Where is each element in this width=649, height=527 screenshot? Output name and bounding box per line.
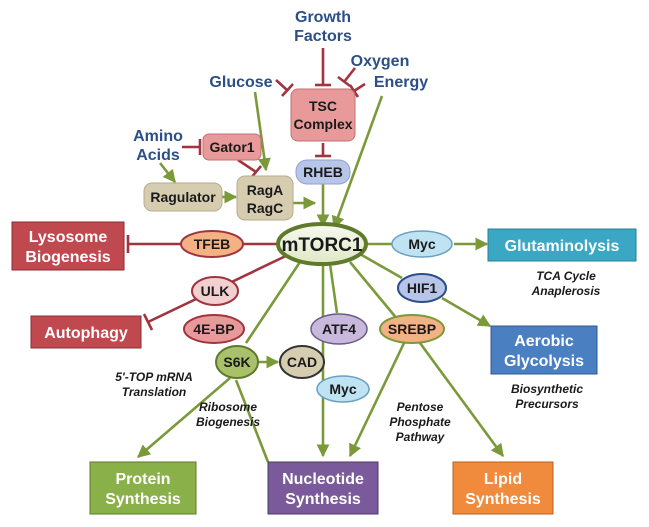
svg-text:RagC: RagC (247, 200, 284, 216)
note-pentose-line2: Phosphate (389, 415, 451, 429)
edge-tsc-rheb (315, 143, 331, 158)
activation-edges (137, 91, 505, 463)
edge-growth-tsc (315, 48, 331, 87)
edge-gator1-rag (237, 158, 262, 179)
svg-text:Biogenesis: Biogenesis (25, 249, 110, 266)
svg-text:ATF4: ATF4 (322, 321, 356, 337)
input-amino-acids-line1: Amino (133, 128, 183, 145)
svg-text:Myc: Myc (408, 236, 435, 252)
edge-glucose-tsc (275, 79, 294, 97)
node-4ebp: 4E-BP (183, 314, 245, 344)
edge-amino-gator1 (182, 139, 202, 155)
note-pentose-line3: Pathway (396, 430, 446, 444)
edge-energy-tsc (348, 82, 366, 98)
svg-text:RHEB: RHEB (303, 164, 343, 180)
node-hif1: HIF1 (397, 273, 447, 303)
outcome-autophagy: Autophagy (30, 315, 142, 349)
outcome-aerobic-glycolysis: Aerobic Glycolysis (490, 325, 598, 375)
edge-hif1-aerobic (441, 296, 492, 328)
node-s6k: S6K (215, 345, 259, 379)
edge-srebp-nucleotide (348, 342, 406, 458)
svg-text:Lipid: Lipid (484, 471, 522, 488)
edge-glucose-rag (253, 91, 271, 172)
edge-energy-mtorc1 (331, 95, 384, 230)
node-raga-ragc: RagA RagC (236, 175, 294, 221)
svg-text:Synthesis: Synthesis (105, 491, 181, 508)
svg-text:TSC: TSC (309, 98, 337, 114)
svg-text:Lysosome: Lysosome (29, 229, 108, 246)
svg-text:Synthesis: Synthesis (465, 491, 541, 508)
input-amino-acids-line2: Acids (136, 147, 180, 164)
edge-srebp-lipid (418, 342, 505, 458)
input-growth-factors-line1: Growth (295, 9, 351, 26)
note-ribosome-line2: Biogenesis (196, 415, 260, 429)
node-myc-top: Myc (391, 230, 453, 258)
edge-s6k-ribosome (234, 379, 270, 463)
node-ulk: ULK (191, 276, 239, 306)
input-glucose: Glucose (209, 74, 272, 91)
svg-text:Nucleotide: Nucleotide (282, 471, 364, 488)
svg-text:SREBP: SREBP (388, 321, 436, 337)
svg-text:RagA: RagA (247, 182, 284, 198)
input-oxygen: Oxygen (351, 53, 410, 70)
svg-text:HIF1: HIF1 (407, 280, 438, 296)
edge-mtorc1-srebp (348, 261, 400, 321)
svg-text:4E-BP: 4E-BP (193, 321, 234, 337)
svg-text:S6K: S6K (223, 354, 250, 370)
input-energy: Energy (374, 74, 428, 91)
edge-mtorc1-hif1 (359, 252, 403, 280)
node-srebp: SREBP (379, 314, 445, 344)
note-ribosome-line1: Ribosome (199, 400, 257, 414)
node-myc-bottom: Myc (316, 375, 370, 403)
svg-text:Glutaminolysis: Glutaminolysis (505, 238, 620, 255)
svg-text:Aerobic: Aerobic (514, 333, 574, 350)
svg-text:CAD: CAD (287, 354, 317, 370)
outcome-protein-synthesis: Protein Synthesis (89, 461, 197, 515)
svg-text:Gator1: Gator1 (209, 139, 254, 155)
outcome-nucleotide-synthesis: Nucleotide Synthesis (267, 461, 379, 515)
node-tfeb: TFEB (180, 230, 244, 258)
svg-text:TFEB: TFEB (194, 236, 231, 252)
edge-s6k-protein (137, 377, 231, 458)
note-tca-line2: Anaplerosis (531, 284, 601, 298)
node-rheb: RHEB (295, 159, 351, 185)
svg-text:mTORC1: mTORC1 (282, 235, 363, 256)
svg-text:Ragulator: Ragulator (150, 189, 216, 205)
note-top-mrna-line2: Translation (122, 385, 186, 399)
outcome-lipid-synthesis: Lipid Synthesis (452, 461, 554, 515)
outcome-glutaminolysis: Glutaminolysis (487, 228, 637, 262)
outcome-lysosome-biogenesis: Lysosome Biogenesis (11, 221, 125, 271)
svg-text:ULK: ULK (201, 283, 230, 299)
svg-text:Autophagy: Autophagy (44, 325, 128, 342)
edge-oxygen-tsc (337, 67, 357, 88)
svg-text:Glycolysis: Glycolysis (504, 353, 584, 370)
note-biosynthetic-line1: Biosynthetic (511, 382, 583, 396)
note-tca-line1: TCA Cycle (536, 269, 596, 283)
svg-text:Synthesis: Synthesis (285, 491, 361, 508)
node-tsc-complex: TSC Complex (290, 88, 356, 142)
edge-mtorc1-s6k (244, 261, 302, 344)
edge-amino-ragulator (158, 162, 177, 184)
edge-mtorc1-atf4 (328, 263, 339, 314)
note-top-mrna-line1: 5'-TOP mRNA (115, 370, 193, 384)
svg-text:Protein: Protein (115, 471, 170, 488)
svg-text:Myc: Myc (329, 381, 356, 397)
node-ragulator: Ragulator (143, 182, 223, 212)
note-pentose-line1: Pentose (397, 400, 444, 414)
note-biosynthetic-line2: Precursors (515, 397, 579, 411)
svg-text:Complex: Complex (293, 116, 352, 132)
node-gator1: Gator1 (202, 133, 262, 161)
node-atf4: ATF4 (310, 313, 368, 345)
input-growth-factors-line2: Factors (294, 28, 352, 45)
node-cad: CAD (279, 345, 325, 379)
node-mtorc1: mTORC1 (276, 222, 368, 266)
